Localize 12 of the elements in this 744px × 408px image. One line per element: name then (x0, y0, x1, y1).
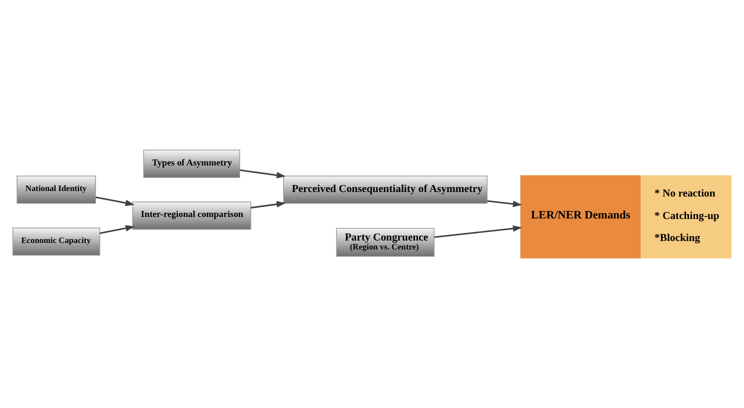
node-box: Perceived Consequentiality of Asymmetry (283, 176, 488, 204)
arrow (434, 225, 522, 238)
node-box: Inter-regional comparison (132, 202, 252, 230)
arrow (250, 201, 286, 208)
arrow (96, 196, 135, 206)
arrow (487, 200, 522, 208)
node-box: Types of Asymmetry (143, 150, 240, 178)
node-box: Party Congruence (Region vs. Centre) (336, 228, 435, 257)
arrow (100, 225, 135, 234)
arrow (240, 169, 286, 178)
node-box: National Identity (16, 176, 96, 204)
node-box: Economic Capacity (12, 227, 100, 256)
